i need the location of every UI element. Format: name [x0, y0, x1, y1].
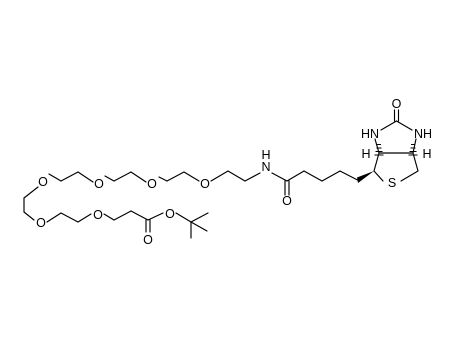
- bridgehead-h-left-label: H: [361, 147, 370, 161]
- ester-oxygen-double-label: O: [143, 233, 153, 247]
- peg-chain: [23, 170, 261, 239]
- stereo-hash-right: [408, 144, 418, 156]
- urea-oxygen-label: O: [392, 97, 402, 111]
- ester-oxygen-single-label: O: [165, 207, 175, 221]
- amide-oxygen-label: O: [282, 194, 292, 208]
- amide-h-label: H: [261, 148, 270, 162]
- ether-oxygen-1-label: O: [200, 177, 210, 191]
- pentanoyl-chain: [271, 170, 359, 196]
- ether-oxygen-5-label: O: [36, 216, 46, 230]
- atom-labels: O HN NH H H S H N O O O O O O O O O: [36, 97, 432, 247]
- amide-nitrogen-label: N: [261, 160, 270, 174]
- urea-n-right-label: NH: [414, 127, 432, 141]
- sulfur-label: S: [388, 176, 396, 190]
- ether-oxygen-2-label: O: [147, 177, 157, 191]
- ether-oxygen-3-label: O: [94, 177, 104, 191]
- stereo-hash-left: [374, 144, 384, 156]
- urea-n-left-label: HN: [361, 127, 379, 141]
- ether-oxygen-6-label: O: [93, 208, 103, 222]
- stereo-wedge: [357, 171, 374, 183]
- ether-oxygen-4-label: O: [38, 175, 48, 189]
- bridgehead-h-right-label: H: [422, 147, 431, 161]
- biotin-core: [357, 109, 419, 183]
